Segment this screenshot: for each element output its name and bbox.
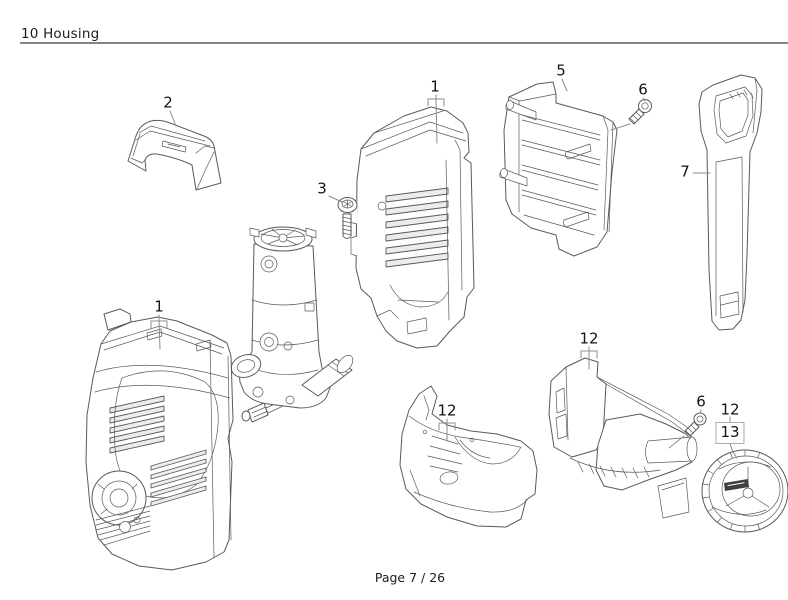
callout-label-2: 2 — [163, 93, 173, 112]
pump-motor-assembly — [230, 226, 354, 423]
part-1-front-housing — [85, 308, 234, 571]
part-1-rear-housing — [348, 106, 475, 349]
part-12-lower-rear-chassis — [548, 357, 698, 519]
callout-label-3: 3 — [317, 179, 327, 198]
callout-label-7: 7 — [680, 162, 690, 181]
callout-label-12-middle: 12 — [437, 401, 457, 420]
page-title: 10 Housing — [21, 26, 100, 42]
callout-label-6-bottom: 6 — [696, 392, 706, 411]
header-rule — [20, 42, 788, 44]
part-6-screw-top — [628, 99, 652, 125]
callout-leader-lines — [150, 78, 738, 459]
page-number: Page 7 / 26 — [374, 570, 446, 585]
part-6-screw-bottom — [684, 412, 707, 437]
callout-label-6-top: 6 — [638, 80, 648, 99]
callout-label-13-boxed: 13 — [715, 422, 745, 444]
callout-label-1-bottom: 1 — [154, 297, 164, 316]
callout-label-1-top: 1 — [430, 77, 440, 96]
part-7-handle-strut — [698, 74, 763, 331]
part-13-round-cap — [701, 449, 788, 533]
part-2-carrying-handle — [127, 119, 222, 191]
part-3-screw — [337, 197, 358, 239]
callout-label-5: 5 — [556, 61, 566, 80]
part-5-motor-holder — [499, 81, 618, 257]
callout-label-12-right: 12 — [579, 329, 599, 348]
callout-label-12-cap: 12 — [720, 400, 740, 419]
part-12-lower-front-cover — [399, 385, 538, 528]
